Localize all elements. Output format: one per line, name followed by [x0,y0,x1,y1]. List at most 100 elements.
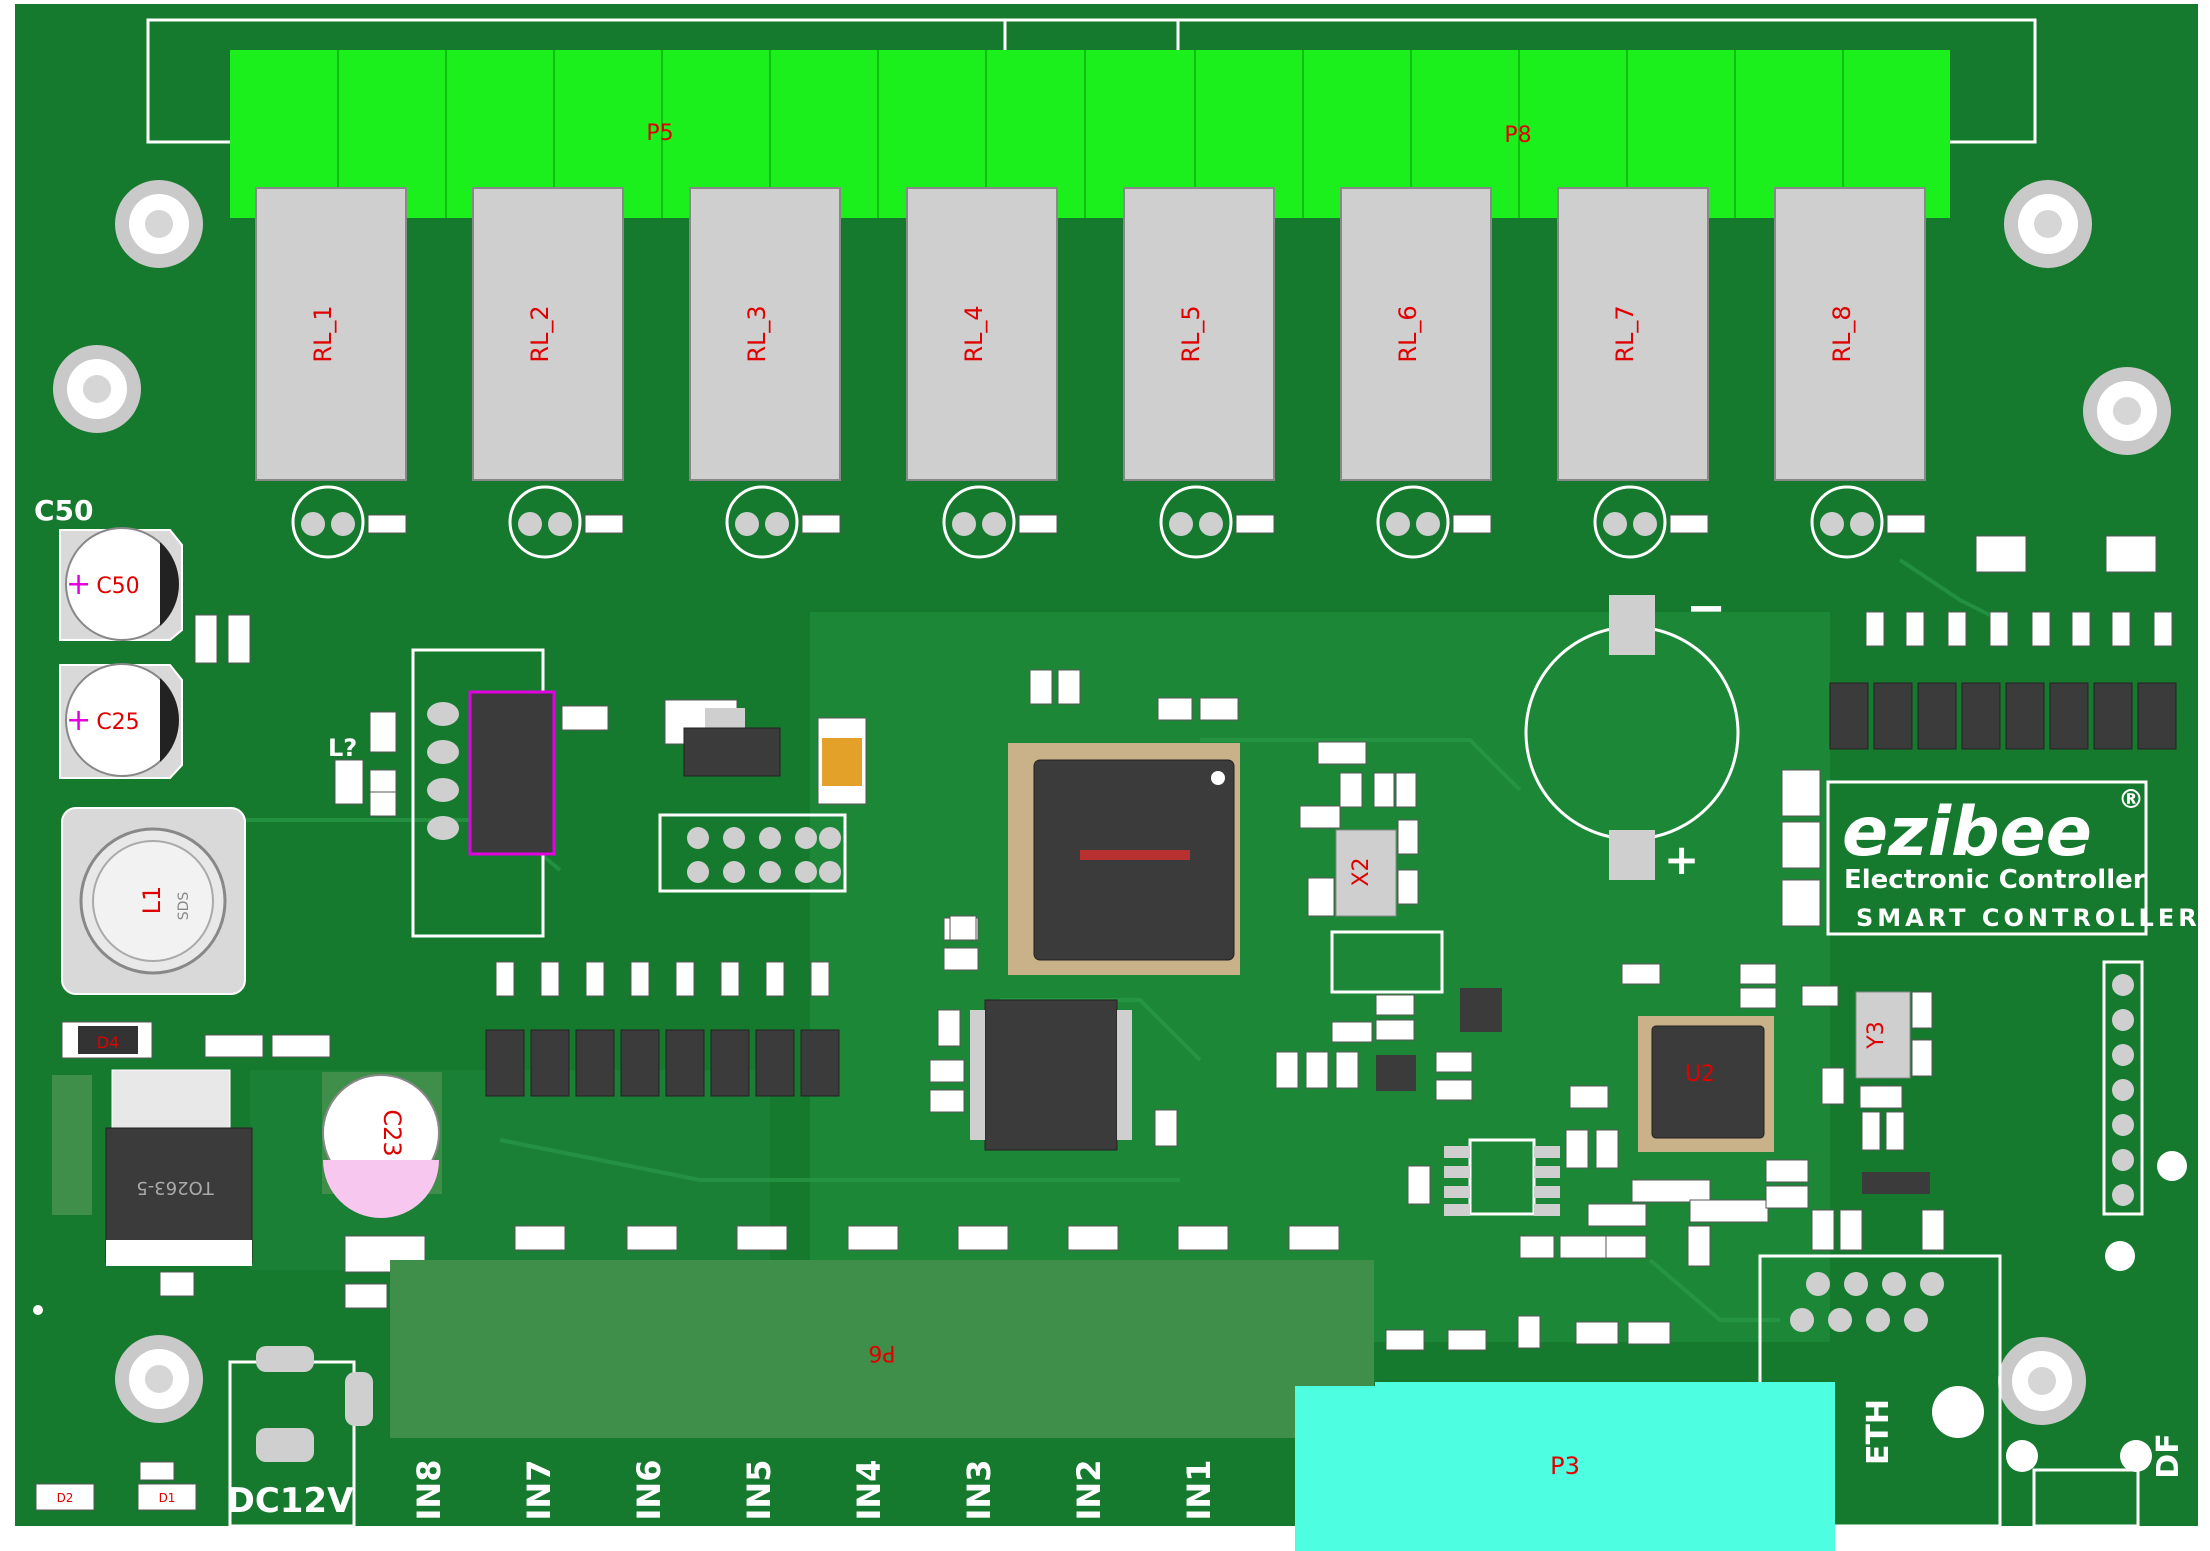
regulator-to263-label: TO263-5 [136,1177,214,1198]
mounting-hole [2083,367,2171,455]
df-connector: DF [2006,1433,2186,1528]
dc-jack: DC12V [227,1346,373,1528]
bottom-right-passives [1385,1159,1945,1351]
input-label-in1: IN1 [1180,1460,1218,1521]
header-1x7 [2102,960,2144,1216]
polarity-plus: + [66,567,91,602]
df-label: DF [2151,1433,2186,1478]
crystal-x2-label: X2 [1349,857,1374,886]
x2-passives [1299,741,1419,917]
silk-label-l-unknown: L? [328,734,357,762]
input-label-in5: IN5 [740,1460,778,1521]
mounting-hole [115,1335,203,1423]
ic-u10 [970,999,1132,1151]
ic-u10-passives [929,915,1178,1147]
relay-led-resistors [367,514,1926,534]
relay-label: RL_6 [1394,305,1422,362]
inductor-l1-sub: SDS [176,892,192,921]
battery-plus-label: + [1664,835,1699,884]
relay-rl5: RL_5 [1123,187,1275,481]
resistor-array [1862,1172,1930,1194]
input-label-in6: IN6 [630,1460,668,1521]
diode-d2: D2 [35,1483,95,1511]
terminal-block-p6 [390,1260,1374,1438]
input-label-in3: IN3 [960,1460,998,1521]
connector-p3 [1375,1382,1835,1551]
relay-label: RL_7 [1611,305,1639,362]
regulator-u8 [683,708,781,777]
polarity-plus: + [66,703,91,738]
optocoupler-array-right [1829,535,2177,750]
relay-rl8: RL_8 [1774,187,1926,481]
mounting-hole [2004,180,2092,268]
brand-logo-text: ezibee [1842,793,2092,872]
small-passives-power [159,1034,426,1309]
mcu-chip [1008,743,1240,975]
relay-row: RL_1 RL_2 RL_3 RL_4 RL_5 RL_6 RL_7 RL_8 [255,187,1926,481]
dc-jack-label: DC12V [227,1481,354,1521]
connector-label-p5: P5 [646,121,673,146]
relay-rl2: RL_2 [472,187,624,481]
u7-pins [427,702,459,840]
brand-product: SMART CONTROLLER [1856,904,2201,932]
ethernet-jack: ETH [1758,1254,2002,1528]
relay-label: RL_5 [1177,305,1205,362]
ic-8pin [1444,1138,1560,1216]
relay-label: RL_2 [526,305,554,362]
connector-label-p8: P8 [1504,123,1531,148]
regulator-to263: TO263-5 [52,1069,253,1266]
input-resistors [514,1225,1340,1251]
input-label-in2: IN2 [1070,1460,1108,1521]
silk-label-c50: C50 [34,494,94,527]
input-label-in7: IN7 [520,1460,558,1521]
capacitor-c25-label: C25 [96,710,139,735]
ic-u2-label: U2 [1685,1062,1715,1087]
transistor [1460,988,1502,1032]
crystal-y3-label: Y3 [1864,1021,1889,1049]
diode-d1-label: D1 [159,1491,176,1505]
relay-rl6: RL_6 [1340,187,1492,481]
y3-passives [1859,991,1933,1151]
x2-outline [1330,930,1444,994]
coin-cell-holder: − + [1524,580,1740,884]
diode-d4-label: D4 [97,1033,120,1052]
mid-passives [1275,994,1619,1205]
ethernet-label: ETH [1861,1399,1896,1465]
diode-d1: D1 [137,1483,197,1511]
mounting-hole [53,345,141,433]
brand-logo: ezibee ® Electronic Controller SMART CON… [1826,780,2201,936]
u7-body [468,690,556,856]
fiducial [2157,1151,2187,1181]
tantalum-cap [817,717,867,805]
mounting-hole [115,180,203,268]
right-resistor-arrays [1781,769,1821,927]
connector-label-p3: P3 [1550,1452,1580,1480]
capacitor-c23: C23 [322,1072,442,1218]
transistor [1376,1055,1416,1091]
diode-d2-label: D2 [57,1491,74,1505]
input-labels: IN8 IN7 IN6 IN5 IN4 IN3 IN2 IN1 [410,1460,1218,1521]
capacitor-c50-label: C50 [96,574,139,599]
relay-label: RL_8 [1828,305,1856,362]
mounting-hole [1998,1337,2086,1425]
brand-registered: ® [2118,785,2144,815]
capacitor-c23-label: C23 [378,1109,406,1156]
small-passives-left [194,614,397,817]
relay-label: RL_3 [743,305,771,362]
connector-label-p6: P6 [868,1340,895,1365]
header-2x5 [658,813,847,893]
relay-rl4: RL_4 [906,187,1058,481]
crystal-y3: Y3 [1855,991,1911,1079]
u2-passives [1621,963,1845,1105]
inductor-l1: L1 SDS [61,807,246,995]
capacitor-c50: C50 + [59,527,183,641]
input-label-in8: IN8 [410,1460,448,1521]
optocoupler-array-left [485,961,840,1097]
relay-rl3: RL_3 [689,187,841,481]
mounting-holes [53,180,2171,1425]
relay-leds [291,485,1884,559]
relay-label: RL_1 [309,305,337,362]
small-passive [139,1461,175,1481]
input-label-in4: IN4 [850,1460,888,1521]
